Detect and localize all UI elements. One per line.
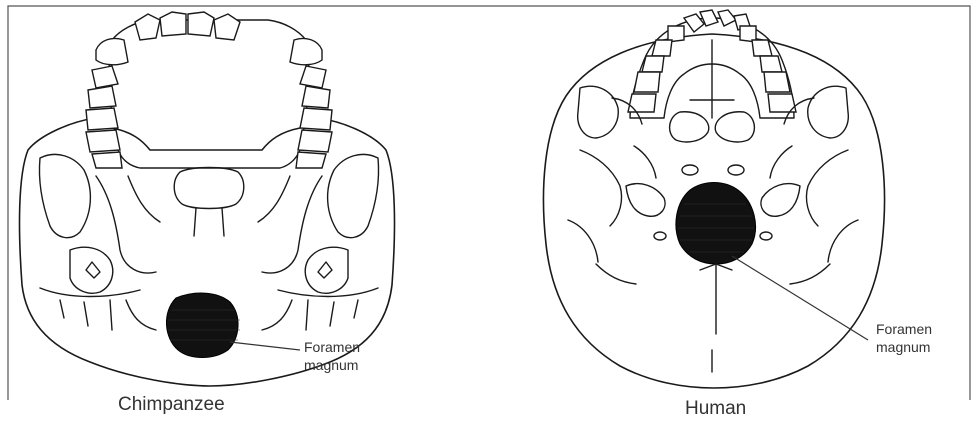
chimpanzee-foramen-magnum	[166, 293, 238, 357]
chimpanzee-left-canine	[96, 38, 128, 64]
human-callout-line1: Foramen	[876, 321, 932, 337]
human-caption: Human	[685, 398, 746, 419]
chimpanzee-skull: Foramen magnum Chimpanzee	[20, 12, 395, 415]
human-skull: Foramen magnum Human	[543, 10, 932, 419]
human-callout-line2: magnum	[876, 339, 930, 355]
chimpanzee-right-canine	[290, 38, 322, 64]
chimpanzee-callout-line1: Foramen	[304, 339, 360, 355]
chimpanzee-caption: Chimpanzee	[118, 394, 225, 415]
chimpanzee-incisors	[135, 12, 240, 40]
chimpanzee-callout-line2: magnum	[304, 357, 358, 373]
